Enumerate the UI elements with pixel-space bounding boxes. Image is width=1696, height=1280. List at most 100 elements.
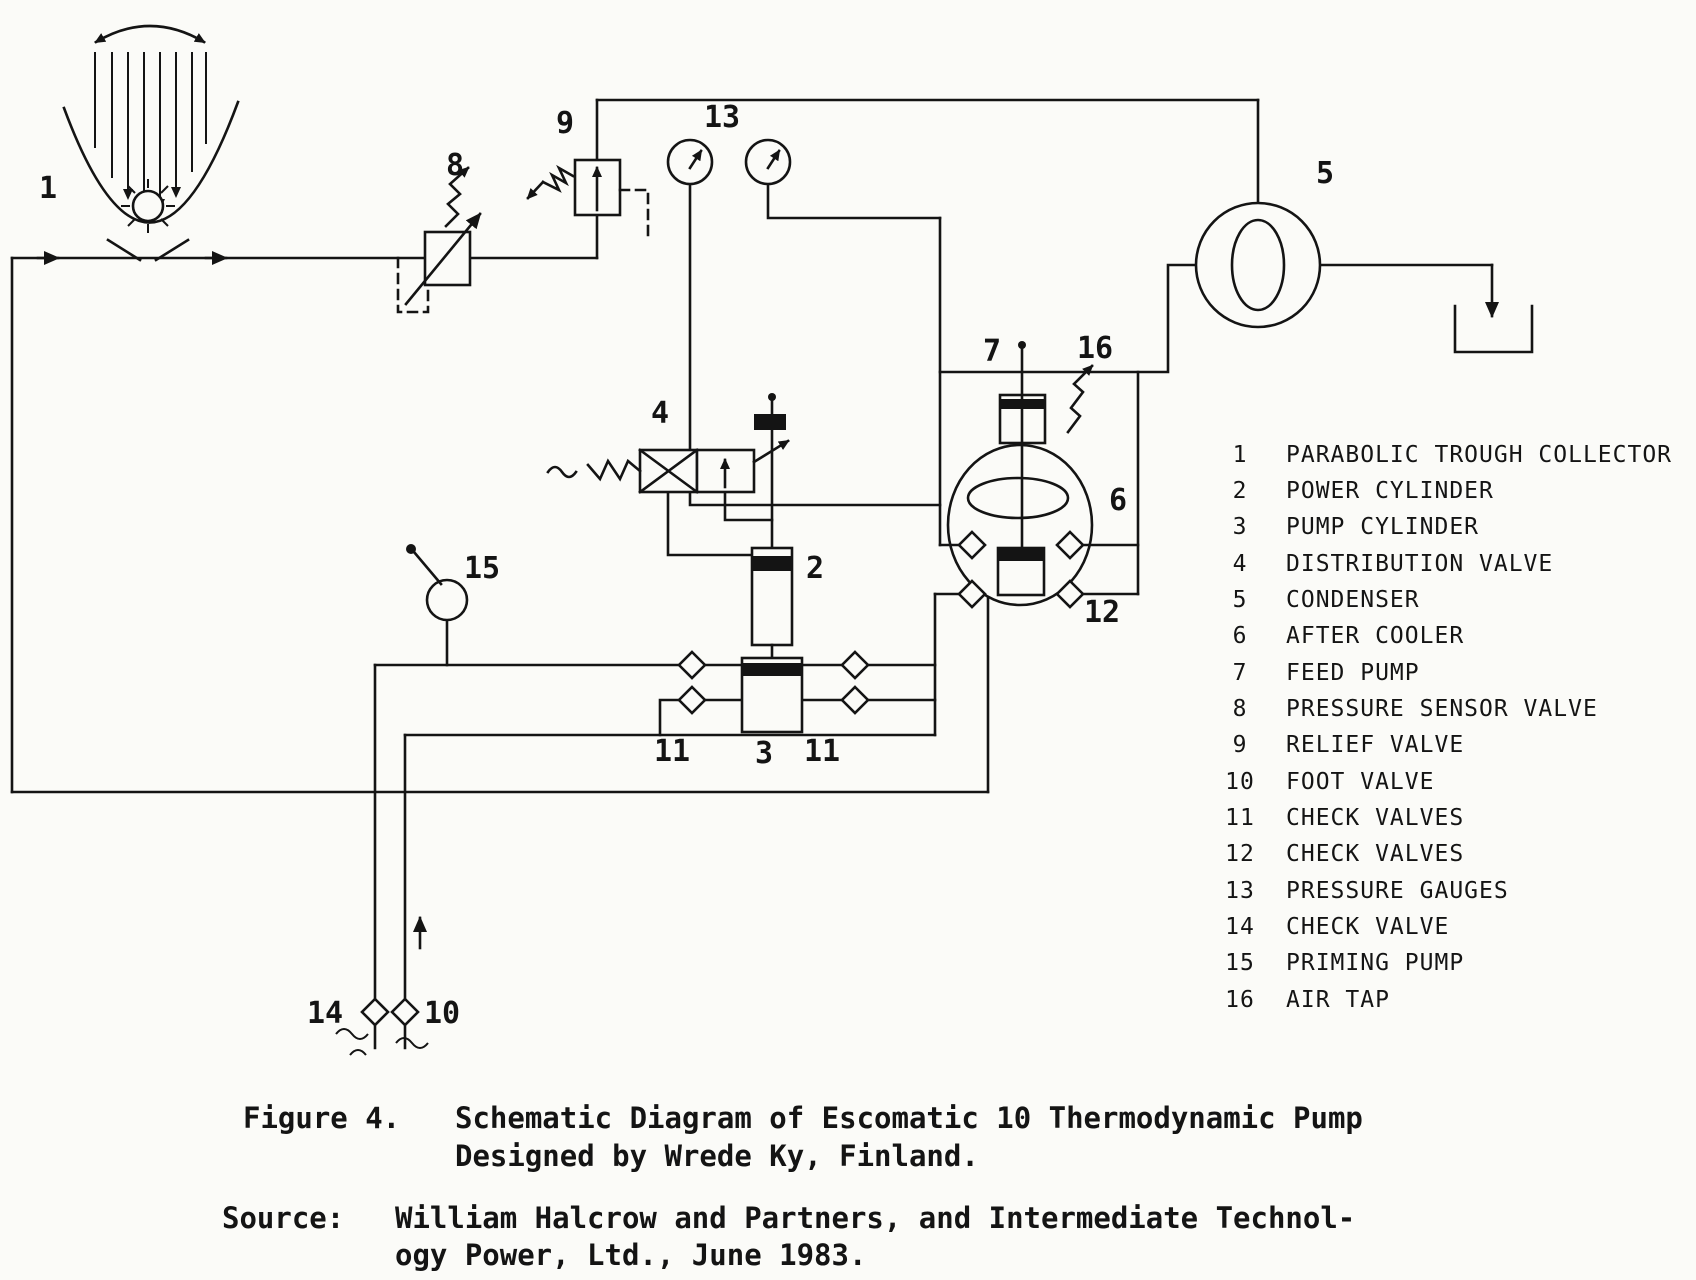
valve-4-cross xyxy=(638,448,699,494)
power-cylinder: 2 xyxy=(750,393,824,660)
legend-number: 12 xyxy=(1225,841,1255,867)
legend-label: FOOT VALVE xyxy=(1286,769,1434,795)
check-valve-manifold xyxy=(933,543,1140,596)
legend-label: PRIMING PUMP xyxy=(1286,950,1464,976)
legend-number: 1 xyxy=(1233,442,1248,468)
after-cooler-assembly: 7 16 6 12 xyxy=(933,331,1140,630)
legend-label: RELIEF VALVE xyxy=(1286,732,1464,758)
legend: 1 PARABOLIC TROUGH COLLECTOR 2 POWER CYL… xyxy=(1225,442,1672,1013)
air-tap-symbol xyxy=(1066,364,1094,434)
legend-number: 2 xyxy=(1233,478,1248,504)
valve-8-body xyxy=(423,230,472,287)
feed-rod-knob xyxy=(1018,341,1026,349)
legend-label: CHECK VALVES xyxy=(1286,841,1464,867)
water-surface-squiggles xyxy=(335,1028,429,1056)
legend-label: PRESSURE GAUGES xyxy=(1286,878,1509,904)
discharge-tank xyxy=(1453,304,1534,354)
legend-number: 13 xyxy=(1225,878,1255,904)
check-valve-upper-right xyxy=(840,650,870,680)
legend-number: 10 xyxy=(1225,769,1255,795)
label-pressure-gauges: 13 xyxy=(704,100,740,135)
sun-tracking-arc xyxy=(94,24,206,44)
caption-line-1: Schematic Diagram of Escomatic 10 Thermo… xyxy=(455,1101,1363,1135)
legend-number: 8 xyxy=(1233,696,1248,722)
legend-label: PARABOLIC TROUGH COLLECTOR xyxy=(1286,442,1672,468)
legend-number: 3 xyxy=(1233,514,1248,540)
legend-label: AIR TAP xyxy=(1286,987,1390,1013)
legend-number: 4 xyxy=(1233,551,1248,577)
condenser-coil xyxy=(1230,218,1286,312)
after-cooler-coil xyxy=(966,476,1070,520)
valve-4-pilot-squiggle xyxy=(546,465,578,479)
valve-4-spring xyxy=(586,458,642,482)
valve-8-pilot-line xyxy=(396,256,430,314)
gauge-right-needle xyxy=(766,149,781,170)
label-feed-pump: 7 xyxy=(983,334,1001,369)
valve-9-adjust-arrow xyxy=(526,180,545,200)
priming-pump-handle xyxy=(412,550,443,586)
check-valve-12-lower-left xyxy=(957,579,987,609)
check-valve-12-upper-left xyxy=(957,530,987,560)
priming-pump-knob xyxy=(406,544,416,554)
legend-label: CHECK VALVE xyxy=(1286,914,1449,940)
rod-handle xyxy=(754,414,786,430)
label-check-valve-left: 11 xyxy=(654,734,690,769)
check-valve-lower-left xyxy=(677,685,707,715)
label-foot-valve: 10 xyxy=(424,996,460,1031)
legend-label: POWER CYLINDER xyxy=(1286,478,1494,504)
legend-number: 14 xyxy=(1225,914,1255,940)
label-condenser: 5 xyxy=(1316,156,1334,191)
priming-pump: 15 xyxy=(406,544,500,622)
label-pump-cylinder: 3 xyxy=(755,736,773,771)
label-check-valve-right: 11 xyxy=(804,734,840,769)
source-line-1: William Halcrow and Partners, and Interm… xyxy=(395,1201,1355,1235)
legend-number: 6 xyxy=(1233,623,1248,649)
label-distribution-valve: 4 xyxy=(651,396,669,431)
valve-9-spring xyxy=(541,164,575,193)
pressure-gauges: 13 xyxy=(666,100,792,186)
parabola-mirror xyxy=(62,100,240,224)
check-valve-12-lower-right xyxy=(1055,579,1085,609)
power-piston xyxy=(752,556,792,571)
gauge-left-needle xyxy=(688,149,703,170)
gauge-left xyxy=(666,138,714,186)
label-priming-pump: 15 xyxy=(464,551,500,586)
legend-number: 15 xyxy=(1225,950,1255,976)
source-label: Source: xyxy=(222,1201,344,1235)
label-pressure-sensor-valve: 8 xyxy=(446,148,464,183)
pressure-sensor-valve: 8 xyxy=(396,148,482,314)
legend-label: CHECK VALVES xyxy=(1286,805,1464,831)
pump-cylinder: 11 3 11 xyxy=(654,650,870,771)
sun-rays xyxy=(94,52,207,212)
label-air-tap: 16 xyxy=(1077,331,1113,366)
check-valve-14 xyxy=(360,997,390,1027)
check-valve-upper-left xyxy=(677,650,707,680)
valve-8-spring xyxy=(444,166,470,228)
foot-valve-10 xyxy=(390,997,420,1027)
label-check-valve-14: 14 xyxy=(307,996,343,1031)
relief-valve: 9 xyxy=(526,106,650,244)
parabolic-trough-collector: 1 xyxy=(39,24,240,262)
source-note: Source: William Halcrow and Partners, an… xyxy=(222,1201,1355,1272)
source-line-2: ogy Power, Ltd., June 1983. xyxy=(395,1238,866,1272)
label-power-cylinder: 2 xyxy=(806,551,824,586)
label-check-valves-12: 12 xyxy=(1084,595,1120,630)
priming-pump-body xyxy=(425,578,469,622)
legend-label: CONDENSER xyxy=(1286,587,1420,613)
label-relief-valve: 9 xyxy=(556,106,574,141)
legend-number: 5 xyxy=(1233,587,1248,613)
legend-label: PUMP CYLINDER xyxy=(1286,514,1479,540)
check-valve-12-upper-right xyxy=(1055,530,1085,560)
condenser: 5 xyxy=(1194,156,1534,354)
pump-ports xyxy=(702,663,845,702)
condenser-shell xyxy=(1194,201,1322,329)
pipe-network xyxy=(10,98,1499,1050)
legend-label: PRESSURE SENSOR VALVE xyxy=(1286,696,1598,722)
legend-label: DISTRIBUTION VALVE xyxy=(1286,551,1553,577)
pump-piston xyxy=(742,663,802,676)
legend-label: FEED PUMP xyxy=(1286,660,1420,686)
valve-8-actuation-arrow xyxy=(404,212,482,306)
focus-rays xyxy=(121,179,175,233)
